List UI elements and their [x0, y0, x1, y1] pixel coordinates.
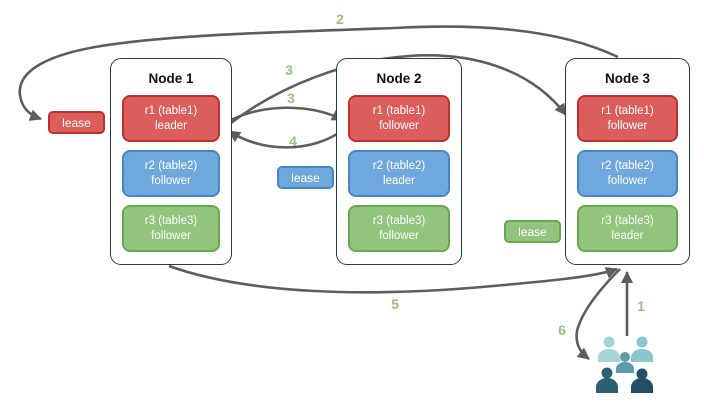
- node-3-replica-r3: r3 (table3) leader: [577, 205, 678, 252]
- node-2-replica-r1: r1 (table1) follower: [348, 95, 450, 142]
- node-1-replica-r3: r3 (table3) follower: [122, 205, 220, 252]
- replica-role: follower: [379, 229, 419, 242]
- replica-name: r3 (table3): [601, 214, 654, 227]
- node-1-replica-r1: r1 (table1) leader: [122, 95, 220, 142]
- step-label-5: 5: [391, 296, 399, 312]
- arrow-step-5: [168, 264, 618, 294]
- replica-name: r3 (table3): [372, 214, 426, 227]
- replica-role: follower: [607, 119, 648, 132]
- replica-role: leader: [611, 229, 644, 242]
- step-label-3b: 3: [287, 90, 295, 106]
- step-label-4: 4: [289, 133, 297, 149]
- arrow-step-4: [228, 128, 344, 149]
- replica-name: r1 (table1): [144, 104, 198, 117]
- step-label-1: 1: [637, 298, 645, 314]
- step-label-3a: 3: [285, 62, 293, 78]
- replica-role: follower: [607, 174, 648, 187]
- node-1-replica-r2: r2 (table2) follower: [122, 150, 220, 197]
- lease-badge-green: lease: [504, 220, 561, 243]
- node-1: Node 1 r1 (table1) leader r2 (table2) fo…: [110, 58, 232, 265]
- replica-name: r3 (table3): [144, 214, 198, 227]
- arrow-step-3-to-node3: [230, 54, 568, 125]
- arrow-step-3-to-node2: [228, 106, 344, 123]
- replica-role: leader: [155, 119, 187, 132]
- replica-name: r1 (table1): [601, 104, 654, 117]
- lease-badge-red: lease: [48, 111, 105, 134]
- replica-role: follower: [379, 119, 419, 132]
- replica-name: r2 (table2): [372, 159, 426, 172]
- replica-role: follower: [151, 229, 191, 242]
- step-label-2: 2: [336, 11, 344, 27]
- lease-badge-blue: lease: [277, 166, 334, 189]
- step-label-6: 6: [558, 322, 566, 338]
- node-3-replica-r1: r1 (table1) follower: [577, 95, 678, 142]
- users-icon: [596, 336, 653, 393]
- replica-role: follower: [151, 174, 191, 187]
- node-2: Node 2 r1 (table1) follower r2 (table2) …: [336, 58, 462, 265]
- node-2-title: Node 2: [376, 71, 422, 86]
- node-2-replica-r2: r2 (table2) leader: [348, 150, 450, 197]
- arrow-step-2: [18, 25, 619, 121]
- replica-name: r2 (table2): [601, 159, 654, 172]
- node-3-title: Node 3: [604, 71, 650, 86]
- replica-name: r1 (table1): [372, 104, 426, 117]
- node-3: Node 3 r1 (table1) follower r2 (table2) …: [565, 58, 690, 265]
- node-3-replica-r2: r2 (table2) follower: [577, 150, 678, 197]
- node-2-replica-r3: r3 (table3) follower: [348, 205, 450, 252]
- arrow-step-6: [575, 268, 621, 361]
- replica-role: leader: [383, 174, 415, 187]
- replica-name: r2 (table2): [144, 159, 198, 172]
- node-1-title: Node 1: [148, 71, 194, 86]
